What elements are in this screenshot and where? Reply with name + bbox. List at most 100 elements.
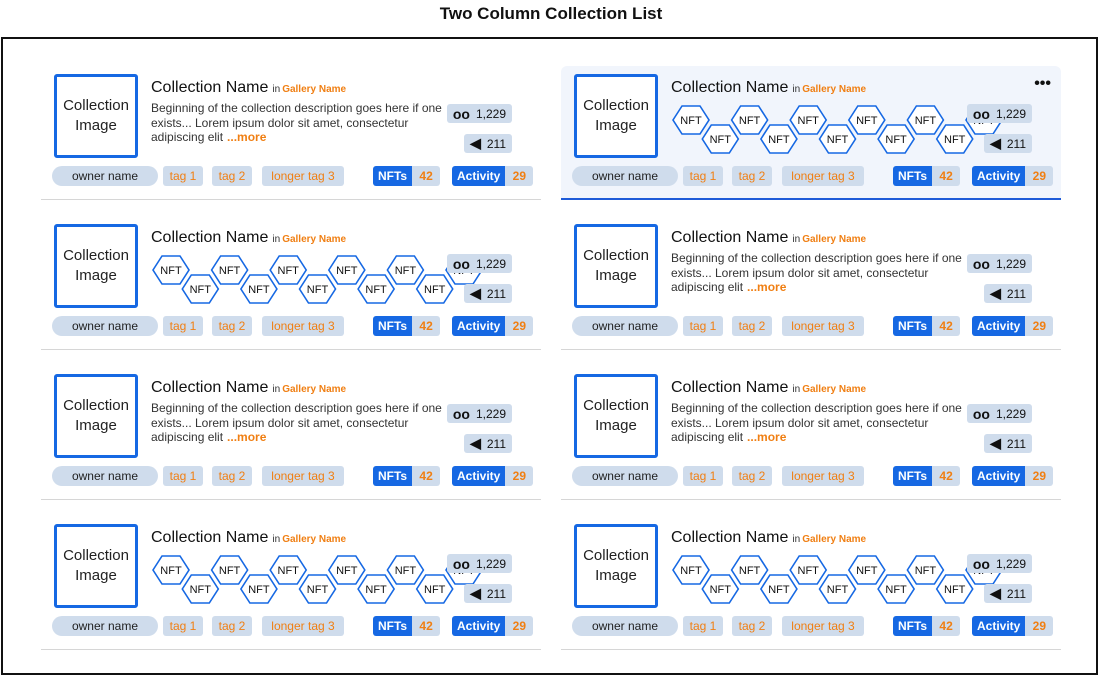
owner-name-chip[interactable]: owner name [572, 616, 678, 636]
nft-thumbnail[interactable]: NFT [239, 574, 278, 604]
nft-thumbnail[interactable]: NFT [701, 574, 740, 604]
tag-chip[interactable]: tag 2 [212, 616, 252, 636]
tag-chip[interactable]: tag 1 [683, 466, 723, 486]
tag-chip[interactable]: tag 1 [683, 616, 723, 636]
nft-thumbnail[interactable]: NFT [818, 124, 857, 154]
owner-name-chip[interactable]: owner name [52, 466, 158, 486]
tag-chip[interactable]: tag 1 [163, 316, 203, 336]
tag-chip[interactable]: longer tag 3 [262, 616, 344, 636]
owner-name-chip[interactable]: owner name [52, 166, 158, 186]
tag-chip[interactable]: longer tag 3 [782, 166, 864, 186]
nft-thumbnail[interactable]: NFT [935, 124, 974, 154]
tag-chip[interactable]: tag 1 [163, 166, 203, 186]
gallery-name-link[interactable]: Gallery Name [282, 234, 347, 245]
tag-chip[interactable]: longer tag 3 [782, 616, 864, 636]
nft-thumbnail[interactable]: NFT [730, 105, 769, 135]
tag-chip[interactable]: tag 2 [732, 316, 772, 336]
nft-thumbnail[interactable]: NFT [672, 105, 710, 135]
tag-chip[interactable]: longer tag 3 [782, 466, 864, 486]
collection-image[interactable]: Collection Image [574, 74, 658, 158]
nft-thumbnail[interactable]: NFT [789, 105, 828, 135]
nft-thumbnail[interactable]: NFT [269, 555, 308, 585]
nft-thumbnail[interactable]: NFT [327, 555, 366, 585]
tag-chip[interactable]: tag 1 [163, 616, 203, 636]
collection-name[interactable]: Collection Name [151, 529, 269, 546]
owner-name-chip[interactable]: owner name [572, 466, 678, 486]
more-link[interactable]: ...more [227, 130, 267, 144]
nft-thumbnail[interactable]: NFT [327, 255, 366, 285]
gallery-name-link[interactable]: Gallery Name [802, 384, 867, 395]
nft-thumbnail[interactable]: NFT [877, 574, 916, 604]
nft-thumbnail[interactable]: NFT [847, 555, 886, 585]
collection-image[interactable]: Collection Image [54, 524, 138, 608]
nft-thumbnail[interactable]: NFT [152, 555, 190, 585]
owner-name-chip[interactable]: owner name [572, 166, 678, 186]
nft-thumbnail[interactable]: NFT [181, 574, 220, 604]
tag-chip[interactable]: tag 1 [683, 166, 723, 186]
tag-chip[interactable]: tag 2 [732, 166, 772, 186]
owner-name-chip[interactable]: owner name [572, 316, 678, 336]
owner-name-chip[interactable]: owner name [52, 316, 158, 336]
tag-chip[interactable]: tag 2 [212, 166, 252, 186]
collection-image[interactable]: Collection Image [574, 524, 658, 608]
nft-thumbnail[interactable]: NFT [789, 555, 828, 585]
nft-thumbnail[interactable]: NFT [906, 105, 945, 135]
nft-thumbnail[interactable]: NFT [730, 555, 769, 585]
nft-thumbnail[interactable]: NFT [759, 124, 798, 154]
collection-name[interactable]: Collection Name [151, 79, 269, 96]
tag-chip[interactable]: tag 2 [732, 616, 772, 636]
nft-thumbnail[interactable]: NFT [759, 574, 798, 604]
owner-name-chip[interactable]: owner name [52, 616, 158, 636]
collection-image[interactable]: Collection Image [54, 224, 138, 308]
collection-name[interactable]: Collection Name [151, 379, 269, 396]
nft-thumbnail[interactable]: NFT [357, 574, 396, 604]
collection-name[interactable]: Collection Name [671, 229, 789, 246]
nft-thumbnail[interactable]: NFT [386, 555, 425, 585]
gallery-name-link[interactable]: Gallery Name [282, 384, 347, 395]
nft-thumbnail[interactable]: NFT [415, 274, 454, 304]
nft-thumbnail[interactable]: NFT [210, 555, 249, 585]
gallery-name-link[interactable]: Gallery Name [802, 234, 867, 245]
nft-thumbnail[interactable]: NFT [847, 105, 886, 135]
nft-thumbnail[interactable]: NFT [415, 574, 454, 604]
nft-thumbnail[interactable]: NFT [877, 124, 916, 154]
nft-thumbnail[interactable]: NFT [181, 274, 220, 304]
tag-chip[interactable]: tag 2 [732, 466, 772, 486]
more-link[interactable]: ...more [747, 280, 787, 294]
nft-thumbnail[interactable]: NFT [672, 555, 710, 585]
tag-chip[interactable]: tag 2 [212, 316, 252, 336]
collection-image[interactable]: Collection Image [54, 74, 138, 158]
more-link[interactable]: ...more [747, 430, 787, 444]
more-options-icon[interactable]: ••• [1034, 75, 1051, 92]
collection-image[interactable]: Collection Image [54, 374, 138, 458]
nft-thumbnail[interactable]: NFT [357, 274, 396, 304]
collection-name[interactable]: Collection Name [671, 79, 789, 96]
nft-thumbnail[interactable]: NFT [239, 274, 278, 304]
collection-image[interactable]: Collection Image [574, 374, 658, 458]
nft-thumbnail[interactable]: NFT [386, 255, 425, 285]
tag-chip[interactable]: longer tag 3 [262, 466, 344, 486]
collection-name[interactable]: Collection Name [151, 229, 269, 246]
more-link[interactable]: ...more [227, 430, 267, 444]
tag-chip[interactable]: tag 2 [212, 466, 252, 486]
collection-name[interactable]: Collection Name [671, 379, 789, 396]
tag-chip[interactable]: longer tag 3 [782, 316, 864, 336]
